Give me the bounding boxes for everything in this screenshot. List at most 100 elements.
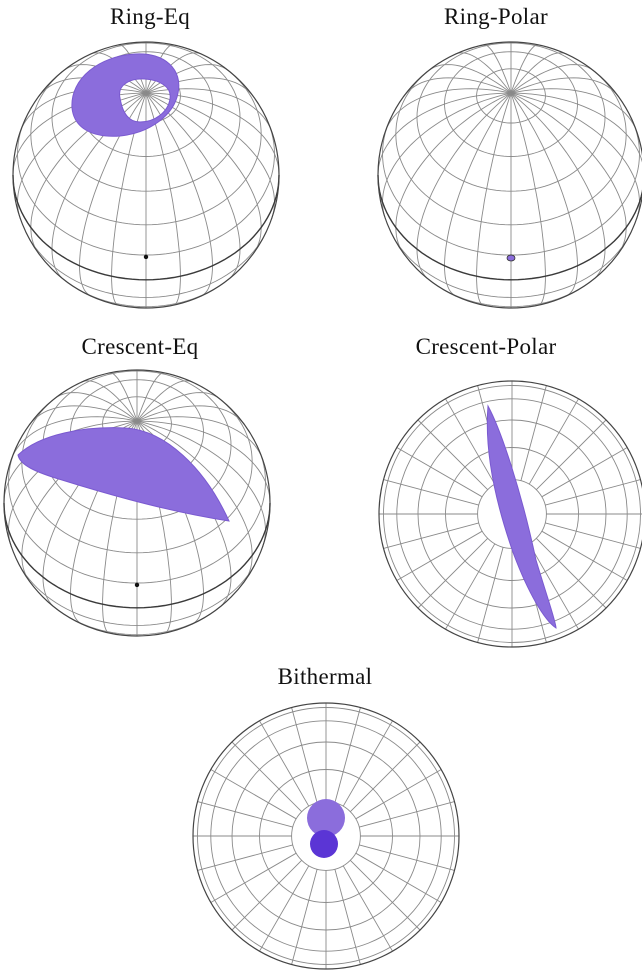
meridian-line <box>417 537 489 609</box>
meridian-line <box>382 92 512 219</box>
meridian-line <box>510 88 638 132</box>
meridian-line <box>541 447 628 498</box>
meridian-line <box>334 869 361 965</box>
meridian-line <box>259 865 310 952</box>
crescent-polar-spot <box>486 404 557 629</box>
parallel-line <box>16 560 258 626</box>
equator-line <box>377 174 642 281</box>
polar-ring-spot <box>506 254 516 262</box>
meridian-line <box>145 92 213 297</box>
panel-crescent-eq: Crescent-Eq <box>0 330 300 650</box>
disk-outline <box>192 702 460 970</box>
meridian-line <box>136 420 253 582</box>
meridian-line <box>349 859 421 931</box>
equator-line <box>3 502 271 609</box>
equator-line <box>12 174 280 281</box>
meridian-line <box>535 537 607 609</box>
panel-bithermal: Bithermal <box>175 660 475 971</box>
meridian-line <box>541 530 628 581</box>
parallel-line <box>8 445 266 584</box>
meridian-line <box>10 416 138 460</box>
meridian-line <box>29 405 138 425</box>
meridian-line <box>535 419 607 491</box>
panel-crescent-polar: Crescent-Polar <box>346 330 642 650</box>
meridian-line <box>81 380 138 422</box>
meridian-line <box>444 92 512 297</box>
sphere-ring-eq <box>12 41 280 309</box>
bithermal-spot-large <box>307 799 345 837</box>
grid <box>192 702 460 970</box>
meridian-line <box>383 522 479 549</box>
parallel-line <box>17 117 275 256</box>
parallel-line <box>416 42 606 192</box>
parallel-line <box>382 117 640 256</box>
bithermal-spot-small <box>310 830 338 858</box>
parallel-line <box>390 232 632 298</box>
south-pole-marker <box>134 582 140 588</box>
meridian-line <box>545 522 641 549</box>
meridian-line <box>334 707 361 803</box>
grid <box>12 41 280 309</box>
meridian-line <box>145 92 275 219</box>
panel-title: Crescent-Eq <box>81 334 199 359</box>
meridian-line <box>210 852 297 903</box>
disk-outline <box>378 380 642 648</box>
meridian-line <box>136 405 245 425</box>
sphere-crescent-eq <box>3 369 271 637</box>
panel-ring-eq: Ring-Eq <box>0 0 300 320</box>
meridian-line <box>355 769 442 820</box>
meridian-line <box>145 92 262 254</box>
panel-title: Ring-Eq <box>109 4 191 29</box>
south-pole-marker <box>143 254 149 260</box>
meridian-line <box>417 419 489 491</box>
meridian-line <box>510 92 642 163</box>
parallel-line <box>444 51 578 157</box>
sphere-outline <box>3 369 271 637</box>
meridian-line <box>359 801 455 828</box>
meridian-line <box>259 720 310 807</box>
meridian-line <box>210 769 297 820</box>
meridian-line <box>510 92 627 254</box>
parallel-line <box>25 232 267 298</box>
meridian-line <box>197 801 293 828</box>
meridian-line <box>445 398 496 485</box>
grid <box>3 369 271 637</box>
panel-title: Ring-Polar <box>444 4 548 29</box>
sphere-outline <box>377 41 642 309</box>
meridian-line <box>455 52 512 94</box>
parallel-line <box>21 394 253 554</box>
meridian-line <box>395 92 512 254</box>
parallel-line <box>42 370 232 520</box>
meridian-line <box>510 92 640 219</box>
meridian-line <box>197 844 293 871</box>
grid <box>377 41 642 309</box>
meridian-line <box>545 479 641 506</box>
ring-spot <box>71 53 180 137</box>
meridian-line <box>384 88 512 132</box>
meridian-line <box>528 543 579 630</box>
meridian-line <box>136 420 266 547</box>
panel-title: Crescent-Polar <box>415 334 557 359</box>
parallel-line <box>395 66 627 226</box>
meridian-line <box>359 844 455 871</box>
panel-title: Bithermal <box>277 664 373 689</box>
meridian-line <box>510 92 578 297</box>
sphere-ring-polar <box>377 41 642 309</box>
sphere-outline <box>12 41 280 309</box>
disk-crescent-polar <box>378 380 642 648</box>
meridian-line <box>477 547 504 643</box>
meridian-line <box>231 859 303 931</box>
parallel-line <box>30 66 262 226</box>
meridian-line <box>396 447 483 498</box>
meridian-line <box>383 479 479 506</box>
meridian-line <box>231 741 303 813</box>
panel-ring-polar: Ring-Polar <box>346 0 642 320</box>
meridian-line <box>476 92 512 306</box>
meridian-line <box>136 380 193 422</box>
meridian-line <box>349 741 421 813</box>
parallel-line <box>51 42 241 192</box>
meridian-line <box>355 852 442 903</box>
crescent-spot <box>17 427 230 522</box>
meridian-line <box>510 77 619 97</box>
parallel-line <box>476 68 546 124</box>
